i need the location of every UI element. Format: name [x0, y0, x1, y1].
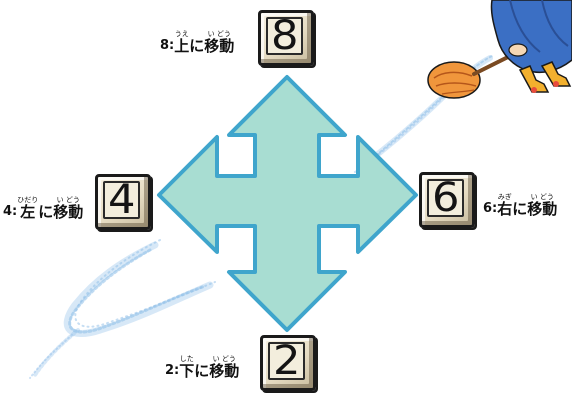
label-down-number: 2: — [165, 363, 180, 378]
witch-on-broom-icon — [427, 0, 572, 99]
label-down: 2: した 下 に い どう 移動 — [165, 355, 239, 379]
label-right-ruby-2: い どう — [530, 193, 554, 201]
label-up-ruby-1: うえ — [174, 30, 189, 38]
label-up-number: 8: — [160, 38, 175, 53]
key-8-up-button[interactable]: 8 — [258, 10, 314, 66]
label-left-kanji-2: 移動 — [53, 203, 84, 221]
label-right-number: 6: — [483, 201, 498, 216]
label-down-kanji-1: 下 — [179, 362, 195, 380]
key-6-right-button[interactable]: 6 — [419, 172, 475, 228]
key-2-digit: 2 — [272, 338, 301, 384]
label-up-ruby-2: い どう — [207, 30, 231, 38]
label-right: 6: みぎ 右 に い どう 移動 — [483, 193, 557, 217]
label-right-kanji-2: 移動 — [527, 200, 558, 218]
label-left-particle: に — [38, 203, 54, 221]
label-right-particle: に — [512, 200, 528, 218]
key-6-digit: 6 — [431, 175, 460, 221]
key-4-digit: 4 — [107, 177, 136, 223]
label-down-kanji-2: 移動 — [209, 362, 240, 380]
label-left-ruby-2: い どう — [56, 196, 80, 204]
label-left-number: 4: — [3, 204, 18, 219]
label-right-kanji-1: 右 — [497, 200, 513, 218]
label-right-ruby-1: みぎ — [497, 193, 512, 201]
key-2-down-button[interactable]: 2 — [260, 335, 316, 391]
label-down-ruby-2: い どう — [212, 355, 236, 363]
label-down-particle: に — [194, 362, 210, 380]
key-4-left-button[interactable]: 4 — [95, 174, 151, 230]
label-up: 8: うえ 上 に い どう 移動 — [160, 30, 234, 54]
label-up-kanji-1: 上 — [174, 37, 190, 55]
label-up-particle: に — [189, 37, 205, 55]
key-8-digit: 8 — [270, 13, 299, 59]
label-down-ruby-1: した — [179, 355, 194, 363]
label-left-ruby-1: ひだり — [17, 196, 39, 204]
label-left-kanji-1: 左 — [20, 203, 36, 221]
label-up-kanji-2: 移動 — [204, 37, 235, 55]
label-left: 4: ひだり 左 に い どう 移動 — [3, 196, 83, 220]
